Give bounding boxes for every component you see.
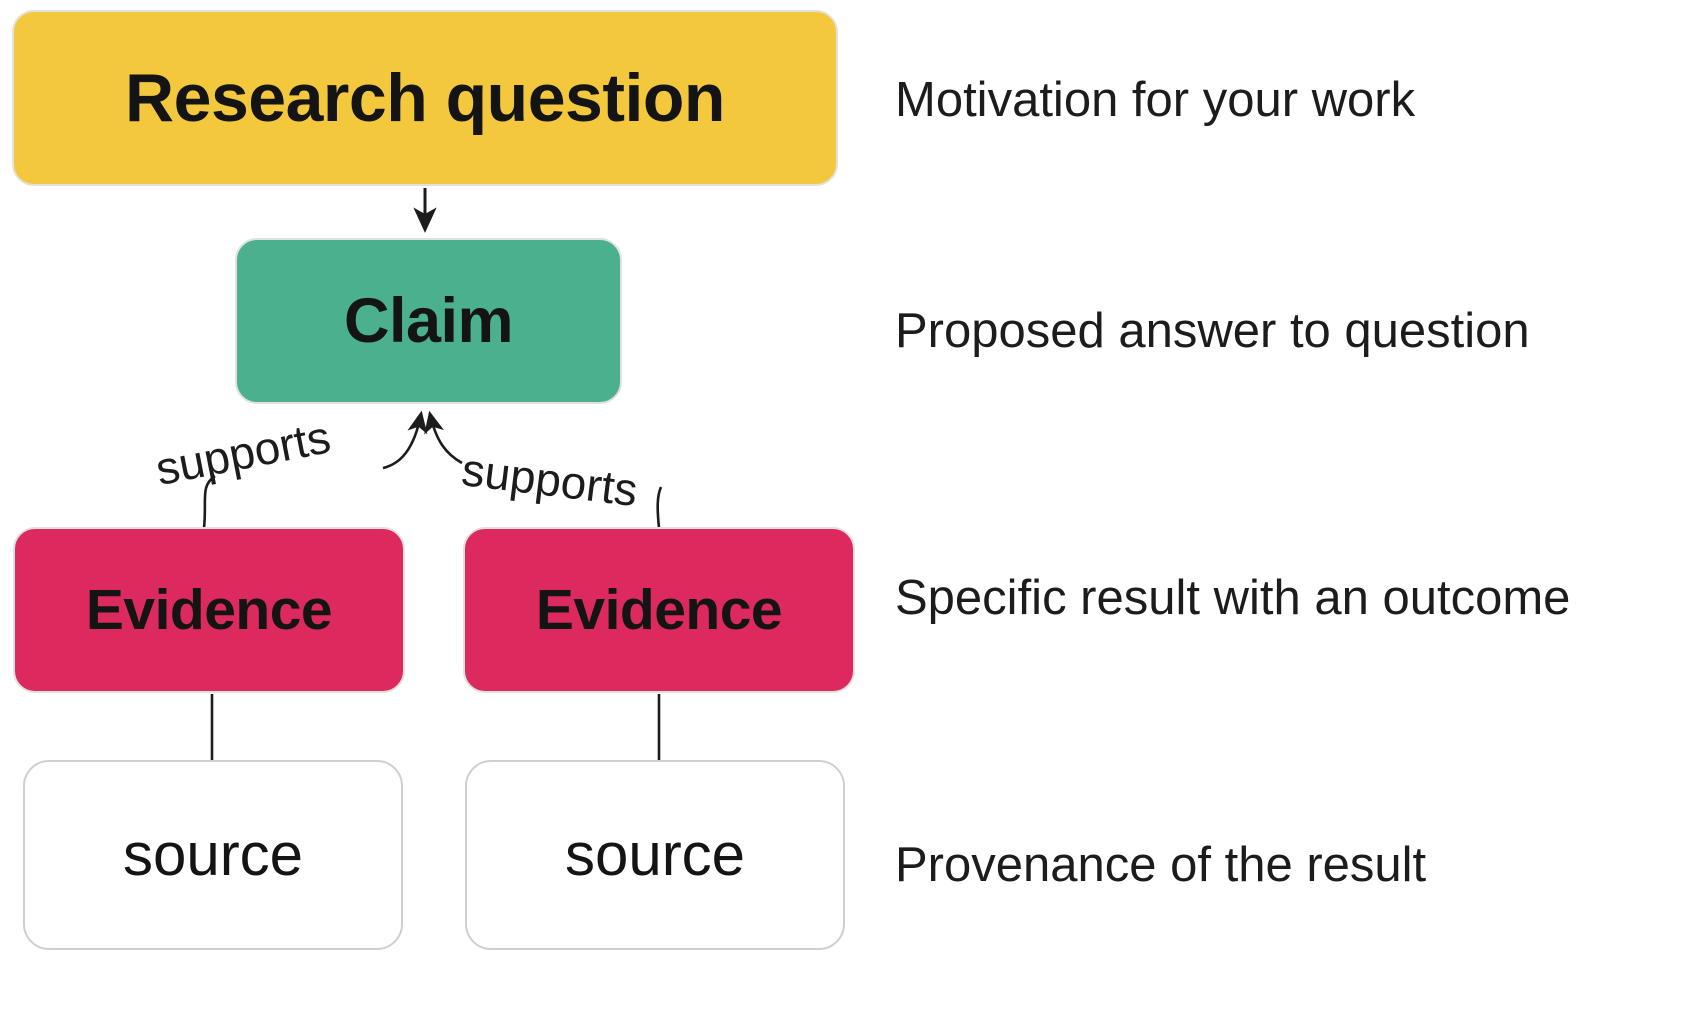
edge-label-supports-right: supports (459, 443, 641, 517)
node-evidence-left-label: Evidence (85, 577, 333, 642)
node-source-right[interactable]: source (465, 760, 845, 950)
annotation-source: Provenance of the result (895, 838, 1427, 892)
node-claim-label: Claim (343, 285, 514, 356)
node-source-left[interactable]: source (23, 760, 403, 950)
annotation-research-question: Motivation for your work (895, 73, 1416, 127)
node-source-left-label: source (122, 821, 304, 888)
node-research-question-label: Research question (125, 60, 725, 136)
node-evidence-right-label: Evidence (535, 577, 783, 642)
node-evidence-left[interactable]: Evidence (13, 527, 405, 693)
node-research-question[interactable]: Research question (12, 10, 838, 186)
node-evidence-right[interactable]: Evidence (463, 527, 855, 693)
annotation-evidence: Specific result with an outcome (895, 571, 1571, 625)
edge-label-supports-left: supports (151, 410, 335, 496)
node-claim[interactable]: Claim (235, 238, 622, 404)
annotation-claim: Proposed answer to question (895, 304, 1530, 358)
node-source-right-label: source (564, 821, 746, 888)
